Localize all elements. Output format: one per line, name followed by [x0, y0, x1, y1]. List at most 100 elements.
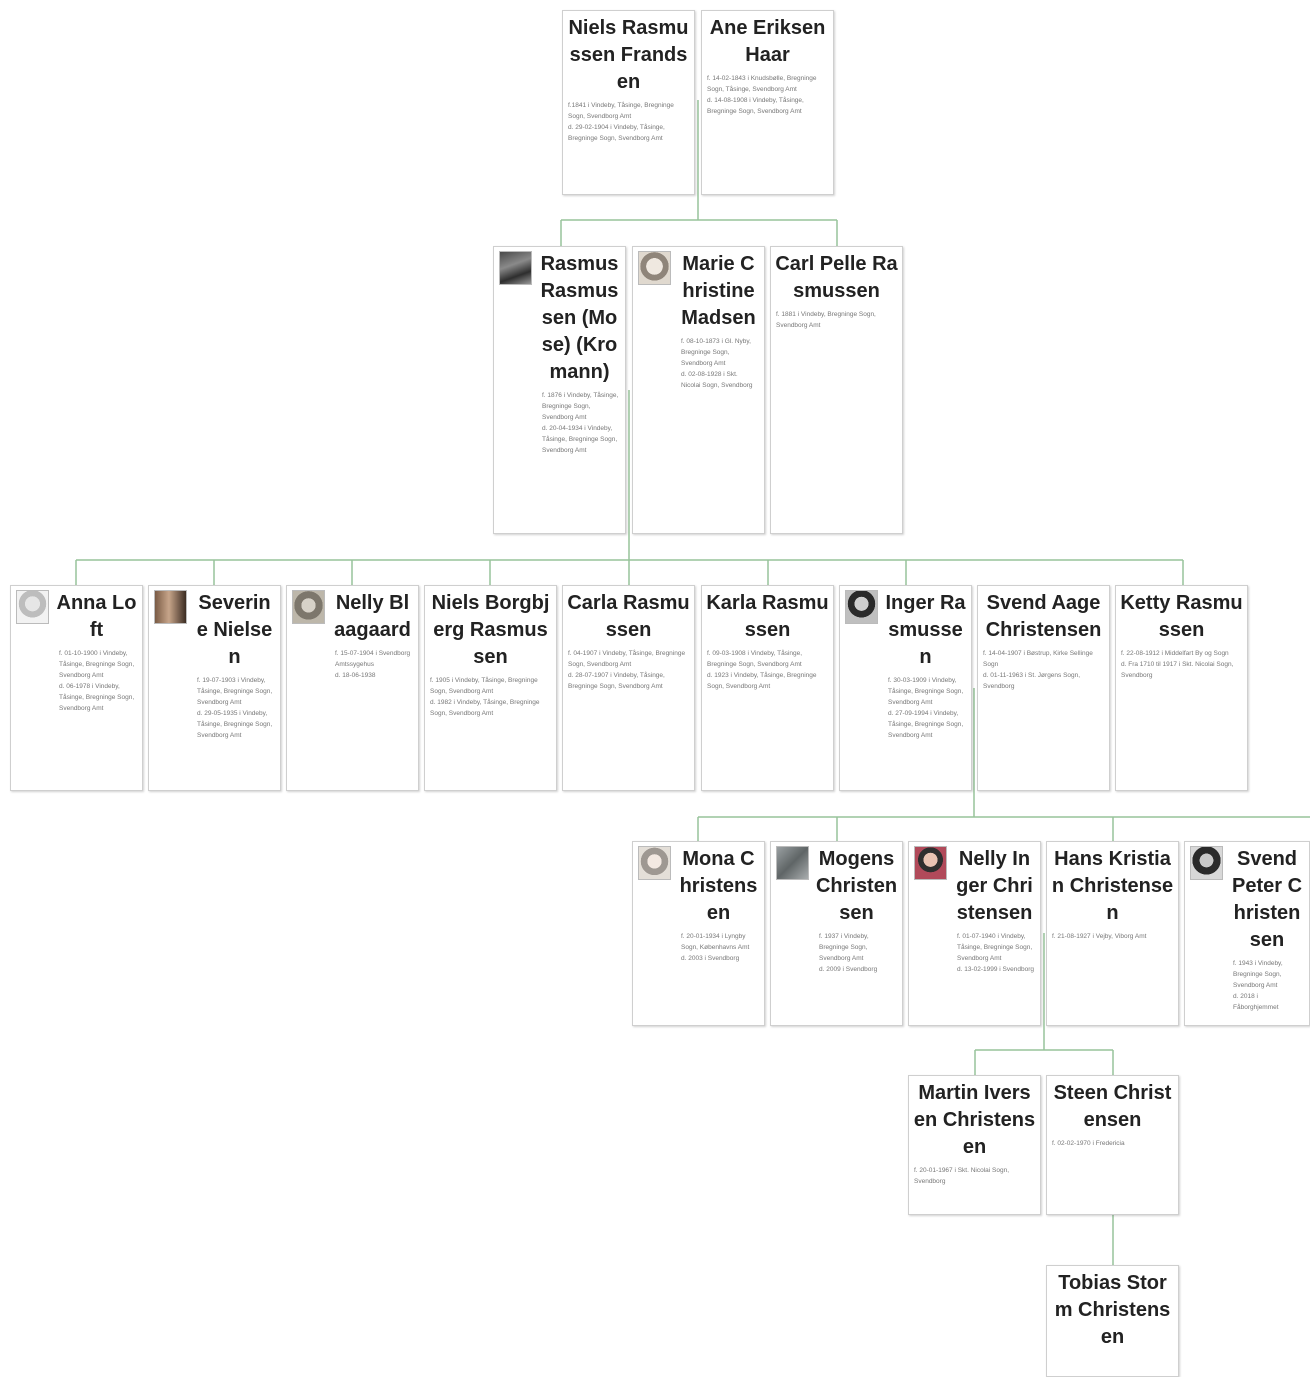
person-card-steen-christensen[interactable]: Steen Christensen f. 02-02-1970 i Freder… — [1046, 1075, 1179, 1215]
death-info: d. 20-04-1934 i Vindeby, Tåsinge, Bregni… — [542, 425, 618, 454]
person-name: Carl Pelle Rasmussen — [775, 253, 898, 302]
death-info: d. 29-02-1904 i Vindeby, Tåsinge, Bregni… — [568, 124, 665, 142]
birth-info: f. 15-07-1904 i Svendborg Amtssygehus — [335, 650, 411, 668]
birth-info: f. 08-10-1873 i Gl. Nyby, Bregninge Sogn… — [681, 338, 751, 367]
death-info: d. 18-06-1938 — [335, 672, 376, 679]
person-name: Inger Rasmussen — [885, 592, 966, 668]
birth-info: f. 19-07-1903 i Vindeby, Tåsinge, Bregni… — [197, 677, 273, 706]
person-card-martin-christensen[interactable]: Martin Iversen Christensen f. 20-01-1967… — [908, 1075, 1041, 1215]
person-name: Anna Loft — [56, 592, 137, 641]
death-info: d. 29-05-1935 i Vindeby, Tåsinge, Bregni… — [197, 710, 273, 739]
person-details: f.1841 i Vindeby, Tåsinge, Bregninge Sog… — [568, 100, 689, 144]
birth-info: f. 22-08-1912 i Middelfart By og Sogn — [1121, 650, 1229, 657]
person-card-rasmus-rasmussen[interactable]: Rasmus Rasmussen (Mose) (Kromann) f. 187… — [493, 246, 626, 534]
death-info: d. 02-08-1928 i Skt. Nicolai Sogn, Svend… — [681, 371, 753, 389]
death-info: d. 2003 i Svendborg — [681, 955, 740, 962]
person-card-hans-christensen[interactable]: Hans Kristian Christensen f. 21-08-1927 … — [1046, 841, 1179, 1026]
birth-info: f. 14-04-1907 i Bøstrup, Kirke Sellinge … — [983, 650, 1093, 668]
birth-info: f. 14-02-1843 i Knudsbølle, Bregninge So… — [707, 75, 817, 93]
person-card-niels-frandsen[interactable]: Niels Rasmussen Frandsen f.1841 i Vindeb… — [562, 10, 695, 195]
person-name: Karla Rasmussen — [706, 592, 829, 641]
portrait-photo — [845, 590, 878, 624]
birth-info: f. 21-08-1927 i Vejby, Viborg Amt — [1052, 933, 1147, 940]
person-card-nelly-blaagaard[interactable]: Nelly Blaagaard f. 15-07-1904 i Svendbor… — [286, 585, 419, 791]
person-name: Niels Borgbjerg Rasmussen — [431, 592, 550, 668]
person-card-niels-rasmussen[interactable]: Niels Borgbjerg Rasmussen f. 1905 i Vind… — [424, 585, 557, 791]
person-card-inger-rasmussen[interactable]: Inger Rasmussen f. 30-03-1909 i Vindeby,… — [839, 585, 972, 791]
birth-info: f. 01-07-1940 i Vindeby, Tåsinge, Bregni… — [957, 933, 1033, 962]
death-info: d. 28-07-1907 i Vindeby, Tåsinge, Bregni… — [568, 672, 665, 690]
portrait-photo — [292, 590, 325, 624]
birth-info: f. 09-03-1908 i Vindeby, Tåsinge, Bregni… — [707, 650, 803, 668]
death-info: d. 13-02-1999 i Svendborg — [957, 966, 1034, 973]
person-details: f. 1881 i Vindeby, Bregninge Sogn, Svend… — [776, 309, 897, 331]
person-name: Tobias Storm Christensen — [1054, 1272, 1171, 1348]
person-card-carla-rasmussen[interactable]: Carla Rasmussen f. 04-1907 i Vindeby, Tå… — [562, 585, 695, 791]
birth-info: f. 1881 i Vindeby, Bregninge Sogn, Svend… — [776, 311, 876, 329]
person-details: f. 15-07-1904 i Svendborg Amtssygehus d.… — [335, 648, 413, 681]
person-details: f. 09-03-1908 i Vindeby, Tåsinge, Bregni… — [707, 648, 828, 692]
death-info: d. 1982 i Vindeby, Tåsinge, Bregninge So… — [430, 699, 540, 717]
person-name: Hans Kristian Christensen — [1051, 848, 1174, 924]
person-details: f. 1876 i Vindeby, Tåsinge, Bregninge So… — [542, 390, 620, 456]
person-details: f. 20-01-1967 i Skt. Nicolai Sogn, Svend… — [914, 1165, 1035, 1187]
portrait-photo — [638, 846, 671, 880]
portrait-photo — [776, 846, 809, 880]
person-name: Niels Rasmussen Frandsen — [568, 17, 689, 93]
person-card-mogens-christensen[interactable]: Mogens Christensen f. 1937 i Vindeby, Br… — [770, 841, 903, 1026]
person-details: f. 1937 i Vindeby, Bregninge Sogn, Svend… — [819, 931, 897, 975]
birth-info: f. 20-01-1967 i Skt. Nicolai Sogn, Svend… — [914, 1167, 1010, 1185]
person-card-carl-rasmussen[interactable]: Carl Pelle Rasmussen f. 1881 i Vindeby, … — [770, 246, 903, 534]
person-card-mona-christensen[interactable]: Mona Christensen f. 20-01-1934 i Lyngby … — [632, 841, 765, 1026]
person-details: f. 08-10-1873 i Gl. Nyby, Bregninge Sogn… — [681, 336, 759, 391]
person-card-severine-nielsen[interactable]: Severine Nielsen f. 19-07-1903 i Vindeby… — [148, 585, 281, 791]
portrait-photo — [914, 846, 947, 880]
person-card-marie-madsen[interactable]: Marie Christine Madsen f. 08-10-1873 i G… — [632, 246, 765, 534]
person-name: Nelly Inger Christensen — [956, 848, 1033, 924]
birth-info: f. 02-02-1970 i Fredericia — [1052, 1140, 1125, 1147]
death-info: d. 06-1978 i Vindeby, Tåsinge, Bregninge… — [59, 683, 135, 712]
person-details: f. 21-08-1927 i Vejby, Viborg Amt — [1052, 931, 1173, 942]
portrait-photo — [638, 251, 671, 285]
person-card-tobias-christensen[interactable]: Tobias Storm Christensen — [1046, 1265, 1179, 1377]
portrait-photo — [499, 251, 532, 285]
birth-info: f. 04-1907 i Vindeby, Tåsinge, Bregninge… — [568, 650, 686, 668]
person-name: Steen Christensen — [1053, 1082, 1172, 1131]
birth-info: f.1841 i Vindeby, Tåsinge, Bregninge Sog… — [568, 102, 674, 120]
portrait-photo — [154, 590, 187, 624]
person-card-ketty-rasmussen[interactable]: Ketty Rasmussen f. 22-08-1912 i Middelfa… — [1115, 585, 1248, 791]
person-details: f. 04-1907 i Vindeby, Tåsinge, Bregninge… — [568, 648, 689, 692]
person-card-svend-christensen[interactable]: Svend Aage Christensen f. 14-04-1907 i B… — [977, 585, 1110, 791]
person-details: f. 01-10-1900 i Vindeby, Tåsinge, Bregni… — [59, 648, 137, 714]
death-info: d. 01-11-1963 i St. Jørgens Sogn, Svendb… — [983, 672, 1081, 690]
person-name: Nelly Blaagaard — [334, 592, 411, 641]
person-card-karla-rasmussen[interactable]: Karla Rasmussen f. 09-03-1908 i Vindeby,… — [701, 585, 834, 791]
person-card-svend-peter-christensen[interactable]: Svend Peter Christensen f. 1943 i Vindeb… — [1184, 841, 1310, 1026]
person-details: f. 1905 i Vindeby, Tåsinge, Bregninge So… — [430, 675, 551, 719]
person-name: Severine Nielsen — [196, 592, 273, 668]
person-name: Svend Peter Christensen — [1231, 848, 1303, 951]
person-name: Mogens Christensen — [815, 848, 898, 924]
birth-info: f. 01-10-1900 i Vindeby, Tåsinge, Bregni… — [59, 650, 135, 679]
portrait-photo — [16, 590, 49, 624]
person-name: Marie Christine Madsen — [681, 253, 756, 329]
person-name: Martin Iversen Christensen — [913, 1082, 1036, 1158]
birth-info: f. 20-01-1934 i Lyngby Sogn, Københavns … — [681, 933, 750, 951]
person-details: f. 02-02-1970 i Fredericia — [1052, 1138, 1173, 1149]
person-details: f. 1943 i Vindeby, Bregninge Sogn, Svend… — [1233, 958, 1304, 1013]
person-details: f. 14-04-1907 i Bøstrup, Kirke Sellinge … — [983, 648, 1104, 692]
birth-info: f. 1876 i Vindeby, Tåsinge, Bregninge So… — [542, 392, 619, 421]
person-name: Mona Christensen — [679, 848, 758, 924]
birth-info: f. 1937 i Vindeby, Bregninge Sogn, Svend… — [819, 933, 869, 962]
death-info: d. 1923 i Vindeby, Tåsinge, Bregninge So… — [707, 672, 817, 690]
birth-info: f. 30-03-1909 i Vindeby, Tåsinge, Bregni… — [888, 677, 964, 706]
person-details: f. 14-02-1843 i Knudsbølle, Bregninge So… — [707, 73, 828, 117]
death-info: d. 14-08-1908 i Vindeby, Tåsinge, Bregni… — [707, 97, 804, 115]
death-info: d. Fra 1710 til 1917 i Skt. Nicolai Sogn… — [1121, 661, 1234, 679]
person-details: f. 20-01-1934 i Lyngby Sogn, Københavns … — [681, 931, 759, 964]
person-card-anna-loft[interactable]: Anna Loft f. 01-10-1900 i Vindeby, Tåsin… — [10, 585, 143, 791]
person-card-ane-haar[interactable]: Ane Eriksen Haar f. 14-02-1843 i Knudsbø… — [701, 10, 834, 195]
person-name: Svend Aage Christensen — [985, 592, 1102, 641]
death-info: d. 2018 i Fåborghjemmet — [1233, 993, 1279, 1011]
person-card-nelly-christensen[interactable]: Nelly Inger Christensen f. 01-07-1940 i … — [908, 841, 1041, 1026]
